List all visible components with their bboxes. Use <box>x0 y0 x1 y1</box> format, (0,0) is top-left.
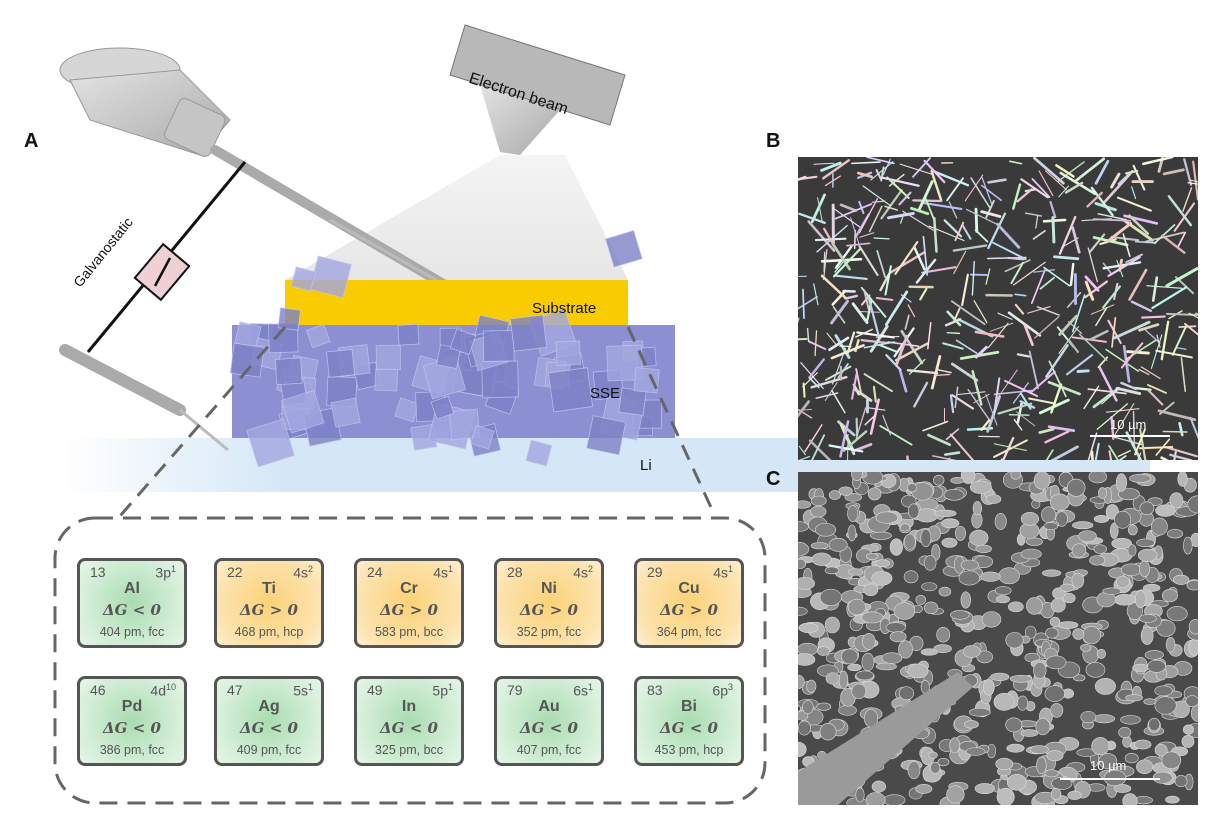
atomic-number: 83 <box>647 682 663 698</box>
element-tile-ti: 22 4s2 Ti ΔG > 0 468 pm, hcp <box>214 558 324 648</box>
sem-image-c: 10 µm <box>798 472 1198 805</box>
valence-orbital: 4s2 <box>293 564 313 581</box>
lattice-info: 364 pm, fcc <box>656 625 722 639</box>
lattice-info: 583 pm, bcc <box>374 625 444 639</box>
valence-orbital: 4d10 <box>150 682 176 699</box>
orbital-electrons: 3 <box>727 682 733 692</box>
element-tile-ni: 28 4s2 Ni ΔG > 0 352 pm, fcc <box>494 558 604 648</box>
panel-label-c: C <box>766 468 781 490</box>
element-symbol: Ag <box>258 698 280 715</box>
element-tile-pd: 46 4d10 Pd ΔG < 0 386 pm, fcc <box>77 676 187 766</box>
orbital: 4s <box>293 564 308 581</box>
element-symbol: In <box>401 698 417 715</box>
lattice-info: 352 pm, fcc <box>516 625 582 639</box>
gibbs-energy: ΔG > 0 <box>380 601 438 619</box>
li-label: Li <box>640 457 652 474</box>
atomic-number: 49 <box>367 682 383 698</box>
orbital-electrons: 1 <box>447 682 453 692</box>
element-symbol: Cr <box>400 580 418 597</box>
orbital-electrons: 1 <box>447 564 453 574</box>
panel-label-a: A <box>24 130 39 152</box>
orbital-electrons: 10 <box>165 682 176 692</box>
valence-orbital: 5p1 <box>432 682 453 699</box>
element-tile-cr: 24 4s1 Cr ΔG > 0 583 pm, bcc <box>354 558 464 648</box>
sse-label: SSE <box>590 385 621 402</box>
atomic-number: 22 <box>227 564 243 580</box>
gibbs-energy: ΔG > 0 <box>520 601 578 619</box>
lattice-info: 407 pm, fcc <box>516 743 582 757</box>
orbital-electrons: 2 <box>307 564 313 574</box>
element-symbol: Cu <box>678 580 700 597</box>
element-symbol: Al <box>124 580 140 597</box>
gibbs-energy: ΔG < 0 <box>103 601 161 619</box>
atomic-number: 47 <box>227 682 243 698</box>
element-symbol: Au <box>538 698 560 715</box>
orbital: 4d <box>150 682 166 699</box>
valence-orbital: 5s1 <box>293 682 313 699</box>
orbital: 6p <box>712 682 728 699</box>
element-tile-au: 79 6s1 Au ΔG < 0 407 pm, fcc <box>494 676 604 766</box>
valence-orbital: 6s1 <box>573 682 593 699</box>
scale-label-c: 10 µm <box>1090 758 1127 773</box>
probe-tip <box>798 672 973 805</box>
beam-cone <box>285 155 628 280</box>
micromanipulator-icon <box>59 47 450 290</box>
lattice-info: 404 pm, fcc <box>99 625 165 639</box>
valence-orbital: 3p1 <box>155 564 176 581</box>
orbital-electrons: 1 <box>170 564 176 574</box>
lattice-info: 386 pm, fcc <box>99 743 165 757</box>
lattice-info: 453 pm, hcp <box>654 743 724 757</box>
element-tile-al: 13 3p1 Al ΔG < 0 404 pm, fcc <box>77 558 187 648</box>
orbital: 4s <box>713 564 728 581</box>
scale-bar <box>1090 435 1170 437</box>
gibbs-energy: ΔG > 0 <box>240 601 298 619</box>
element-symbol: Pd <box>121 698 143 715</box>
atomic-number: 13 <box>90 564 106 580</box>
element-tile-in: 49 5p1 In ΔG < 0 325 pm, bcc <box>354 676 464 766</box>
orbital-electrons: 1 <box>307 682 313 692</box>
lattice-info: 468 pm, hcp <box>234 625 304 639</box>
lattice-info: 325 pm, bcc <box>374 743 444 757</box>
sse-crystals <box>229 229 662 468</box>
valence-orbital: 4s2 <box>573 564 593 581</box>
valence-orbital: 4s1 <box>433 564 453 581</box>
orbital: 5s <box>293 682 308 699</box>
gibbs-energy: ΔG < 0 <box>520 719 578 737</box>
panel-label-b: B <box>766 130 781 152</box>
atomic-number: 46 <box>90 682 106 698</box>
orbital-electrons: 1 <box>587 682 593 692</box>
orbital: 4s <box>573 564 588 581</box>
gibbs-energy: ΔG < 0 <box>380 719 438 737</box>
orbital: 6s <box>573 682 588 699</box>
element-table-frame <box>53 516 767 805</box>
orbital: 5p <box>432 682 448 699</box>
orbital-electrons: 1 <box>727 564 733 574</box>
orbital: 3p <box>155 564 171 581</box>
element-tile-bi: 83 6p3 Bi ΔG < 0 453 pm, hcp <box>634 676 744 766</box>
element-symbol: Ti <box>262 580 276 597</box>
element-symbol: Bi <box>681 698 697 715</box>
orbital: 4s <box>433 564 448 581</box>
element-symbol: Ni <box>541 580 557 597</box>
lattice-info: 409 pm, fcc <box>236 743 302 757</box>
gibbs-energy: ΔG < 0 <box>660 719 718 737</box>
atomic-number: 79 <box>507 682 523 698</box>
electron-gun-icon <box>449 24 626 155</box>
atomic-number: 29 <box>647 564 663 580</box>
gibbs-energy: ΔG > 0 <box>660 601 718 619</box>
orbital-electrons: 2 <box>587 564 593 574</box>
gibbs-energy: ΔG < 0 <box>103 719 161 737</box>
scale-label-b: 10 µm <box>1110 417 1147 432</box>
element-tile-ag: 47 5s1 Ag ΔG < 0 409 pm, fcc <box>214 676 324 766</box>
element-tile-cu: 29 4s1 Cu ΔG > 0 364 pm, fcc <box>634 558 744 648</box>
sem-image-b: 10 µm <box>798 157 1198 460</box>
probe-icon <box>59 344 229 452</box>
scale-bar <box>1060 778 1160 780</box>
valence-orbital: 6p3 <box>712 682 733 699</box>
substrate-label: Substrate <box>532 300 597 317</box>
gibbs-energy: ΔG < 0 <box>240 719 298 737</box>
valence-orbital: 4s1 <box>713 564 733 581</box>
atomic-number: 24 <box>367 564 383 580</box>
atomic-number: 28 <box>507 564 523 580</box>
